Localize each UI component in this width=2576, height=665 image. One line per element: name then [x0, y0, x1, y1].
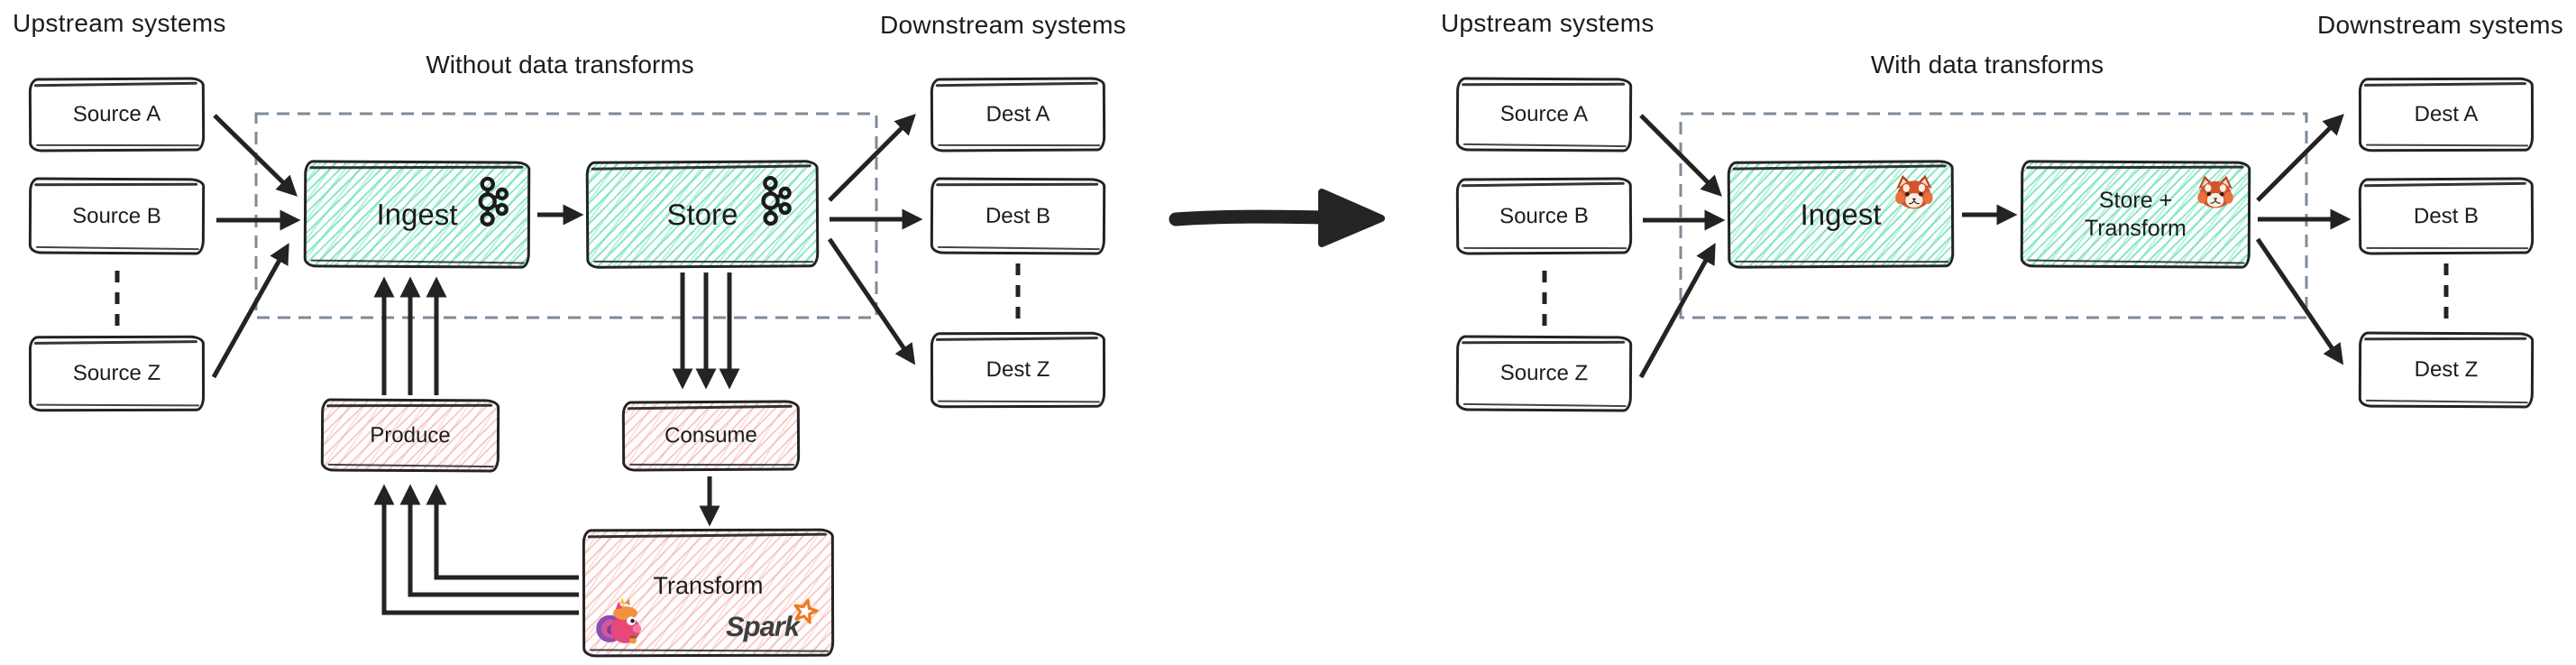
transform-label: Transform: [653, 571, 764, 599]
dest-a-box-right: Dest A: [2358, 77, 2535, 152]
arrow-storetransform-to-destZ: [2255, 237, 2344, 365]
source-a-label: Source A: [72, 101, 161, 127]
redpanda-icon: [1893, 173, 1935, 211]
dest-b-box-left: Dest B: [930, 177, 1106, 255]
dest-b-label: Dest B: [985, 203, 1051, 228]
source-z-label: Source Z: [1499, 360, 1589, 386]
dest-a-label: Dest A: [985, 101, 1050, 127]
arrow-sourceA-to-ingest-r: [1639, 114, 1722, 197]
downstream-systems-label-left: Downstream systems: [880, 11, 1127, 39]
flink-squirrel-icon: [596, 596, 643, 647]
spark-logo: Spark: [726, 611, 819, 643]
source-b-box-left: Source B: [28, 177, 206, 255]
transform-box: Transform Spark: [582, 528, 835, 658]
store-transform-line1: Store +: [2098, 187, 2173, 214]
dest-b-box-right: Dest B: [2358, 177, 2535, 255]
arrow-sourceA-to-ingest: [213, 114, 298, 197]
source-z-label: Source Z: [72, 360, 161, 386]
store-transform-line2: Transform: [2084, 215, 2186, 241]
downstream-systems-label-right: Downstream systems: [2317, 11, 2564, 39]
arrow-storetransform-to-destA: [2256, 114, 2344, 202]
store-transform-box-right: Store + Transform: [2020, 160, 2251, 269]
store-box-left: Store: [585, 160, 820, 269]
ingest-label-left: Ingest: [376, 197, 458, 231]
arrow-sourceZ-to-ingest-r: [1638, 243, 1716, 379]
dest-a-label: Dest A: [2414, 101, 2479, 127]
dest-z-box-left: Dest Z: [930, 331, 1106, 409]
dest-a-box-left: Dest A: [930, 77, 1106, 152]
store-transform-label: Store + Transform: [2085, 187, 2186, 243]
diagram-title-left: Without data transforms: [426, 51, 694, 79]
source-b-label: Source B: [1499, 203, 1589, 228]
ingest-label-right: Ingest: [1800, 197, 1882, 231]
dest-z-label: Dest Z: [985, 356, 1050, 383]
arrow-transform-to-produce-1: [373, 484, 579, 615]
kafka-icon: [758, 175, 793, 226]
redpanda-icon: [2196, 174, 2235, 210]
source-z-box-left: Source Z: [28, 335, 206, 412]
produce-label: Produce: [370, 422, 451, 448]
upstream-systems-label-left: Upstream systems: [13, 9, 226, 37]
source-z-box-right: Source Z: [1455, 335, 1633, 412]
arrow-store-to-destZ: [827, 237, 916, 365]
store-label-left: Store: [666, 197, 738, 231]
big-transition-arrow: [1169, 189, 1385, 247]
arrow-transform-to-produce-2: [399, 484, 579, 597]
source-a-box-right: Source A: [1455, 77, 1633, 152]
produce-box: Produce: [320, 398, 500, 473]
consume-label: Consume: [665, 422, 757, 448]
dest-b-label: Dest B: [2413, 203, 2480, 228]
arrow-transform-to-produce-3: [426, 484, 579, 580]
spark-star-icon: [792, 598, 819, 625]
dest-z-label: Dest Z: [2414, 356, 2479, 383]
kafka-icon: [475, 176, 509, 226]
ingest-box-right: Ingest: [1727, 160, 1955, 269]
source-b-box-right: Source B: [1455, 177, 1633, 255]
arrow-sourceZ-to-ingest: [211, 243, 289, 379]
spark-wordmark: Spark: [725, 610, 800, 642]
ingest-box-left: Ingest: [303, 160, 531, 269]
source-a-box-left: Source A: [28, 77, 206, 152]
consume-box: Consume: [621, 400, 801, 472]
arrow-store-to-destA: [828, 114, 916, 202]
dest-z-box-right: Dest Z: [2358, 331, 2535, 409]
upstream-systems-label-right: Upstream systems: [1441, 9, 1655, 37]
source-b-label: Source B: [72, 203, 161, 228]
source-a-label: Source A: [1499, 101, 1589, 127]
diagram-title-right: With data transforms: [1870, 51, 2104, 79]
